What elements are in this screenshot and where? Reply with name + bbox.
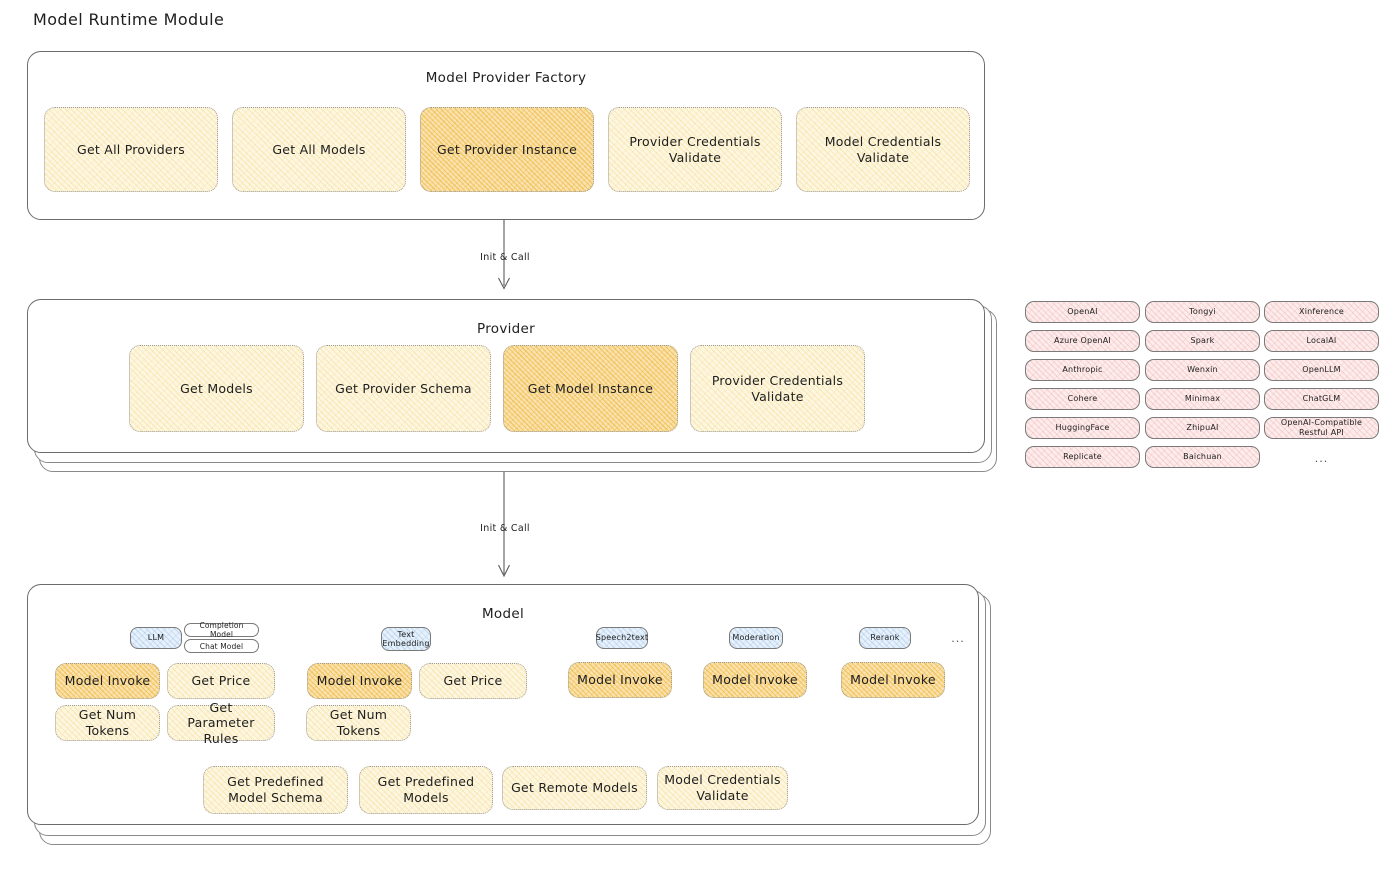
model-shared-op-model-credentials-validate[interactable]: Model Credentials Validate — [657, 766, 788, 810]
factory-box-provider-credentials-validate[interactable]: Provider Credentials Validate — [608, 107, 782, 192]
model-type-subtag-completion-model: Completion Model — [184, 621, 259, 639]
factory-box-model-credentials-validate[interactable]: Model Credentials Validate — [796, 107, 970, 192]
text-embedding-op-model-invoke[interactable]: Model Invoke — [307, 663, 412, 699]
model-type-badge-rerank[interactable]: Rerank — [859, 627, 911, 649]
provider-chip-baichuan[interactable]: Baichuan — [1145, 446, 1260, 468]
provider-chip-tongyi[interactable]: Tongyi — [1145, 301, 1260, 323]
provider-chip-openllm[interactable]: OpenLLM — [1264, 359, 1379, 381]
text-embedding-op-get-price[interactable]: Get Price — [419, 663, 527, 699]
model-shared-op-get-predefined-model-schema[interactable]: Get Predefined Model Schema — [203, 766, 348, 814]
provider-chip-minimax[interactable]: Minimax — [1145, 388, 1260, 410]
factory-box-get-provider-instance[interactable]: Get Provider Instance — [420, 107, 594, 192]
model-provider-factory-title: Model Provider Factory — [425, 70, 587, 86]
arrow-provider-to-model-label: Init & Call — [480, 523, 530, 534]
arrow-factory-to-provider-label: Init & Call — [480, 252, 530, 263]
provider-box-provider-credentials-validate[interactable]: Provider Credentials Validate — [690, 345, 865, 432]
provider-chip-cohere[interactable]: Cohere — [1025, 388, 1140, 410]
provider-chip-chatglm[interactable]: ChatGLM — [1264, 388, 1379, 410]
factory-box-get-all-models[interactable]: Get All Models — [232, 107, 406, 192]
provider-box-get-models[interactable]: Get Models — [129, 345, 304, 432]
llm-op-get-num-tokens[interactable]: Get Num Tokens — [55, 705, 160, 741]
provider-chip-azure-openai[interactable]: Azure OpenAI — [1025, 330, 1140, 352]
provider-title: Provider — [477, 321, 535, 337]
provider-chip-xinference[interactable]: Xinference — [1264, 301, 1379, 323]
provider-box-get-model-instance[interactable]: Get Model Instance — [503, 345, 678, 432]
provider-chip-spark[interactable]: Spark — [1145, 330, 1260, 352]
model-type-badge-text-embedding[interactable]: Text Embedding — [381, 627, 431, 651]
page-title: Model Runtime Module — [33, 10, 225, 29]
provider-chip-localai[interactable]: LocalAI — [1264, 330, 1379, 352]
arrow-provider-to-model — [498, 472, 510, 578]
provider-chip-zhipuai[interactable]: ZhipuAI — [1145, 417, 1260, 439]
model-shared-op-get-remote-models[interactable]: Get Remote Models — [502, 766, 647, 810]
model-title: Model — [481, 606, 525, 622]
rerank-op-model-invoke[interactable]: Model Invoke — [841, 662, 945, 698]
speech2text-op-model-invoke[interactable]: Model Invoke — [568, 662, 672, 698]
provider-list-more: ... — [1314, 451, 1329, 465]
model-shared-op-get-predefined-models[interactable]: Get Predefined Models — [359, 766, 493, 814]
model-type-badge-llm[interactable]: LLM — [130, 627, 182, 649]
moderation-op-model-invoke[interactable]: Model Invoke — [703, 662, 807, 698]
factory-box-get-all-providers[interactable]: Get All Providers — [44, 107, 218, 192]
text-embedding-op-get-num-tokens[interactable]: Get Num Tokens — [306, 705, 411, 741]
model-type-badge-moderation[interactable]: Moderation — [729, 627, 783, 649]
provider-chip-anthropic[interactable]: Anthropic — [1025, 359, 1140, 381]
llm-op-model-invoke[interactable]: Model Invoke — [55, 663, 160, 699]
llm-op-get-price[interactable]: Get Price — [167, 663, 275, 699]
provider-chip-wenxin[interactable]: Wenxin — [1145, 359, 1260, 381]
provider-chip-huggingface[interactable]: HuggingFace — [1025, 417, 1140, 439]
llm-op-get-parameter-rules[interactable]: Get Parameter Rules — [167, 700, 275, 746]
provider-box-get-provider-schema[interactable]: Get Provider Schema — [316, 345, 491, 432]
arrow-factory-to-provider — [498, 220, 510, 290]
provider-chip-openai[interactable]: OpenAI — [1025, 301, 1140, 323]
model-type-badge-speech2text[interactable]: Speech2text — [596, 627, 648, 649]
provider-chip-replicate[interactable]: Replicate — [1025, 446, 1140, 468]
provider-chip-openai-compatible-restful-api[interactable]: OpenAI-Compatible Restful API — [1264, 417, 1379, 439]
model-types-more: ... — [951, 631, 965, 645]
model-type-subtag-chat-model: Chat Model — [184, 639, 259, 653]
